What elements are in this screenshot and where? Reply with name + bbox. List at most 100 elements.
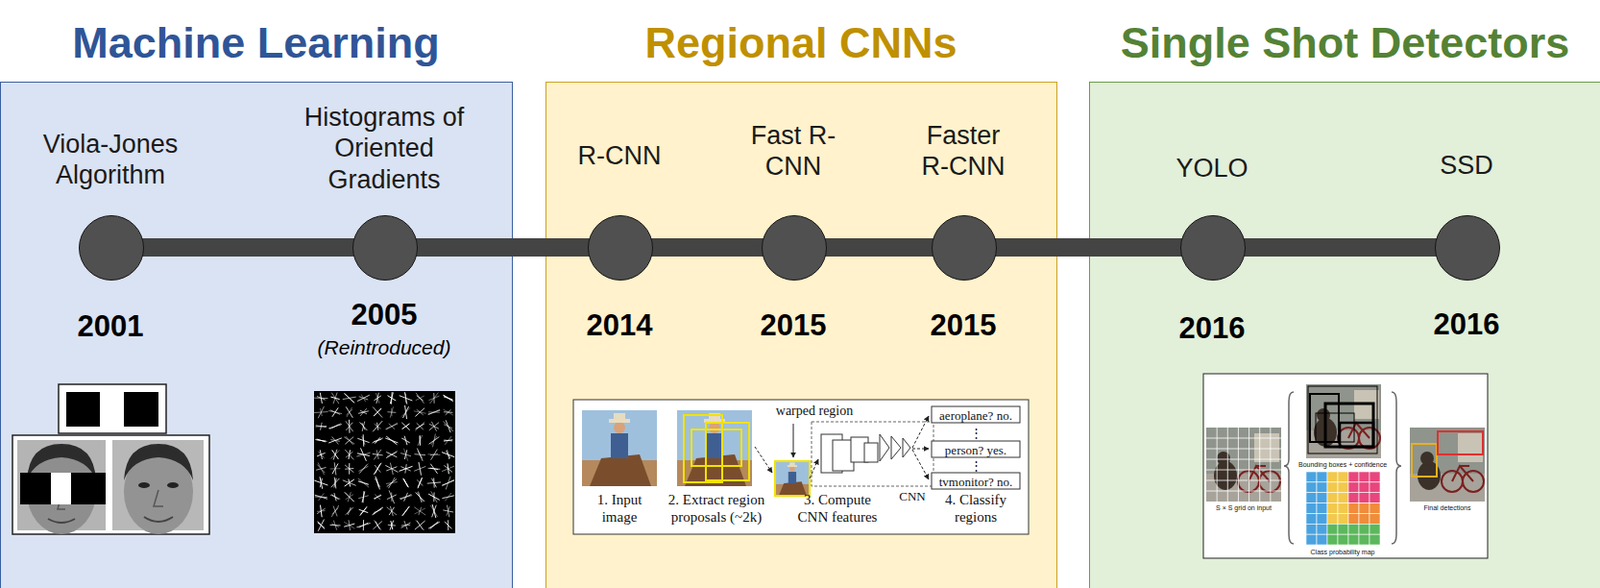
- figure-caption: 1. Input image: [585, 490, 654, 526]
- hog-stroke: [376, 422, 378, 431]
- hog-figure: [314, 390, 456, 534]
- hog-stroke: [333, 391, 338, 404]
- hog-stroke: [376, 478, 379, 487]
- hog-stroke: [402, 437, 411, 443]
- grid-line: [1227, 427, 1229, 502]
- class-cell: [1316, 482, 1328, 493]
- haar-figure: [12, 384, 210, 534]
- method-name: R-CNN: [547, 140, 692, 171]
- hog-stroke: [441, 452, 455, 458]
- hog-stroke: [432, 505, 437, 518]
- hog-stroke: [331, 450, 340, 460]
- hog-stroke: [358, 481, 368, 485]
- rcnn-figure: [793, 423, 795, 458]
- hog-stroke: [403, 478, 410, 487]
- class-cell: [1348, 471, 1359, 483]
- class-cell: [1316, 523, 1328, 534]
- class-cell: [1306, 482, 1317, 493]
- figure-caption: ⋮: [969, 425, 983, 438]
- hog-stroke: [388, 507, 394, 515]
- hog-stroke: [376, 449, 379, 460]
- class-cell: [1306, 492, 1317, 504]
- hog-stroke: [316, 396, 326, 401]
- yolo-figure: [1203, 373, 1488, 558]
- method-name: Histograms of Oriented Gradients: [288, 101, 481, 195]
- era-heading: Single Shot Detectors: [1120, 17, 1571, 70]
- hog-stroke: [416, 448, 423, 461]
- timeline-bar: [140, 238, 357, 257]
- rcnn-figure: [879, 434, 890, 461]
- figure-caption: 2. Extract region proposals (~2k): [655, 490, 777, 526]
- hog-stroke: [373, 507, 382, 514]
- hog-stroke: [374, 464, 381, 473]
- hog-stroke: [432, 434, 436, 448]
- hog-stroke: [403, 448, 408, 461]
- hog-stroke: [447, 449, 450, 460]
- hog-stroke: [414, 508, 426, 514]
- hog-stroke: [399, 465, 413, 471]
- hog-stroke: [400, 466, 411, 472]
- hog-stroke: [316, 508, 326, 514]
- hog-stroke: [330, 494, 340, 499]
- class-cell: [1327, 482, 1338, 493]
- hog-stroke: [402, 423, 410, 429]
- hog-stroke: [359, 463, 368, 474]
- hog-stroke: [387, 395, 397, 401]
- figure-note: S × S grid on input: [1215, 504, 1272, 511]
- hog-stroke: [428, 521, 440, 529]
- hog-stroke: [359, 465, 369, 471]
- rcnn-figure: [809, 459, 819, 479]
- haar-figure: [26, 449, 97, 534]
- hog-stroke: [360, 506, 367, 516]
- note-label: (Reintroduced): [317, 335, 452, 360]
- hog-stroke: [345, 406, 353, 417]
- hog-stroke: [429, 436, 440, 445]
- class-cell: [1306, 512, 1317, 524]
- hog-stroke: [375, 463, 381, 474]
- hog-stroke: [315, 494, 328, 499]
- hog-stroke: [403, 406, 410, 418]
- hog-stroke: [375, 521, 381, 530]
- hog-stroke: [405, 463, 407, 473]
- hog-stroke: [328, 411, 342, 414]
- hog-stroke: [315, 495, 328, 498]
- hog-stroke: [373, 462, 382, 475]
- hog-figure: [314, 391, 455, 532]
- figure-caption: person? yes.: [945, 442, 1007, 456]
- hog-stroke: [417, 478, 422, 487]
- haar-figure: [12, 435, 210, 534]
- grid-line: [1206, 490, 1282, 492]
- class-cell: [1327, 523, 1338, 534]
- rcnn-figure: [811, 421, 934, 486]
- rcnn-figure: [573, 399, 1029, 534]
- haar-figure: [26, 443, 97, 481]
- hog-stroke: [431, 421, 437, 432]
- hog-stroke: [316, 452, 326, 457]
- figure-note: Class probability map: [1310, 548, 1376, 556]
- year-label: 2015: [760, 307, 827, 343]
- yolo-figure: [1306, 384, 1382, 459]
- hog-stroke: [358, 495, 369, 499]
- hog-stroke: [389, 406, 393, 417]
- hog-stroke: [399, 395, 413, 401]
- hog-stroke: [332, 436, 340, 445]
- class-cell: [1369, 533, 1381, 545]
- rcnn-figure: [931, 406, 1020, 423]
- hog-stroke: [347, 491, 351, 502]
- hog-stroke: [332, 449, 340, 460]
- hog-stroke: [358, 481, 369, 485]
- hog-stroke: [390, 492, 392, 502]
- hog-stroke: [333, 449, 338, 461]
- era-band: Single Shot DetectorsYOLO2016SSD2016: [1089, 81, 1600, 588]
- hog-stroke: [418, 490, 422, 503]
- class-cell: [1358, 512, 1370, 524]
- grid-line: [1269, 427, 1271, 502]
- rcnn-figure: [931, 440, 1020, 458]
- class-cell: [1369, 492, 1381, 504]
- haar-figure: [138, 482, 150, 488]
- hog-stroke: [405, 393, 407, 404]
- hog-stroke: [357, 453, 370, 457]
- hog-stroke: [363, 519, 364, 531]
